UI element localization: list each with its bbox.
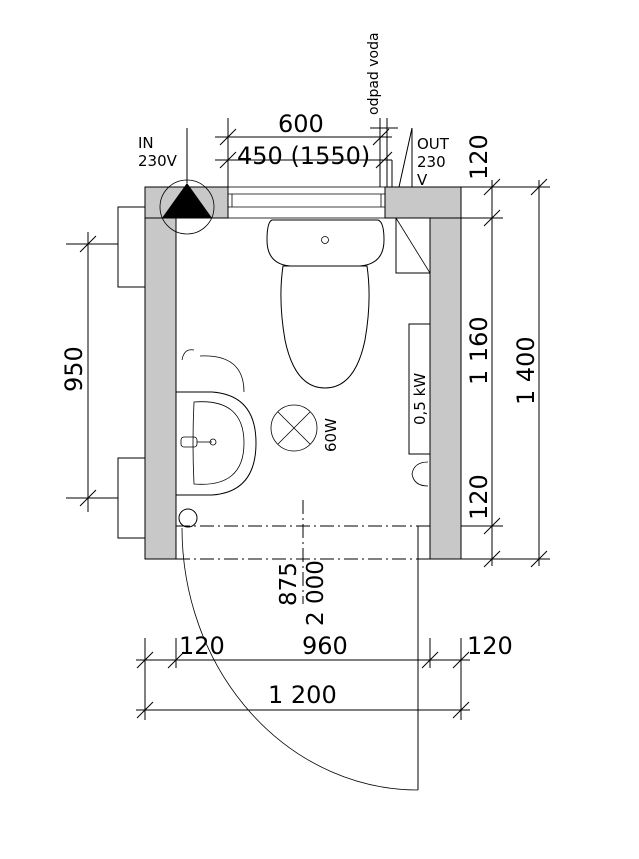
out-voltage-unit: V (417, 171, 428, 189)
dim-right-1160: 1 160 (465, 316, 493, 385)
left-wall (144, 186, 177, 560)
outer-box-bottom (117, 457, 146, 539)
window (227, 186, 386, 219)
dim-left-950: 950 (60, 346, 88, 392)
corner-shelf (395, 217, 431, 274)
top-dimension-lines (215, 118, 393, 187)
dim-right-120-top: 120 (465, 134, 493, 180)
door (176, 500, 430, 791)
out-label: OUT (417, 135, 450, 153)
wall-heater (408, 323, 431, 455)
outer-box-top (117, 206, 146, 288)
ceiling-lamp (270, 404, 318, 452)
dim-bottom-120-right: 120 (467, 632, 513, 660)
dim-top-450: 450 (1550) (237, 142, 370, 170)
dim-right-120-bottom: 120 (465, 474, 493, 520)
toilet (266, 219, 385, 389)
power-out-arrow (398, 127, 413, 188)
right-wall (429, 186, 462, 560)
dim-door-875: 875 (276, 562, 302, 606)
waste-pipe (370, 118, 398, 187)
top-wall-right (384, 186, 462, 219)
in-label: IN (138, 134, 154, 152)
waste-water-label: odpad voda (366, 32, 382, 115)
sink (175, 349, 257, 496)
power-in-symbol (159, 128, 215, 235)
dim-bottom-1200: 1 200 (268, 681, 337, 709)
dim-top-600: 600 (278, 110, 324, 138)
left-dimension-lines (66, 232, 118, 512)
heater-label: 0,5 kW (411, 373, 429, 425)
dim-bottom-120-left: 120 (179, 632, 225, 660)
out-voltage-label: 230 (417, 153, 446, 171)
heater-knob (411, 461, 429, 487)
dim-right-1400: 1 400 (512, 336, 540, 405)
dim-bottom-960: 960 (302, 632, 348, 660)
bottom-dimension-lines (136, 638, 470, 720)
floor-drain (178, 508, 198, 528)
dim-door-2000: 2 000 (303, 560, 329, 626)
in-voltage-label: 230V (138, 152, 178, 170)
lamp-label: 60W (322, 418, 340, 452)
right-dimension-lines (461, 178, 550, 568)
